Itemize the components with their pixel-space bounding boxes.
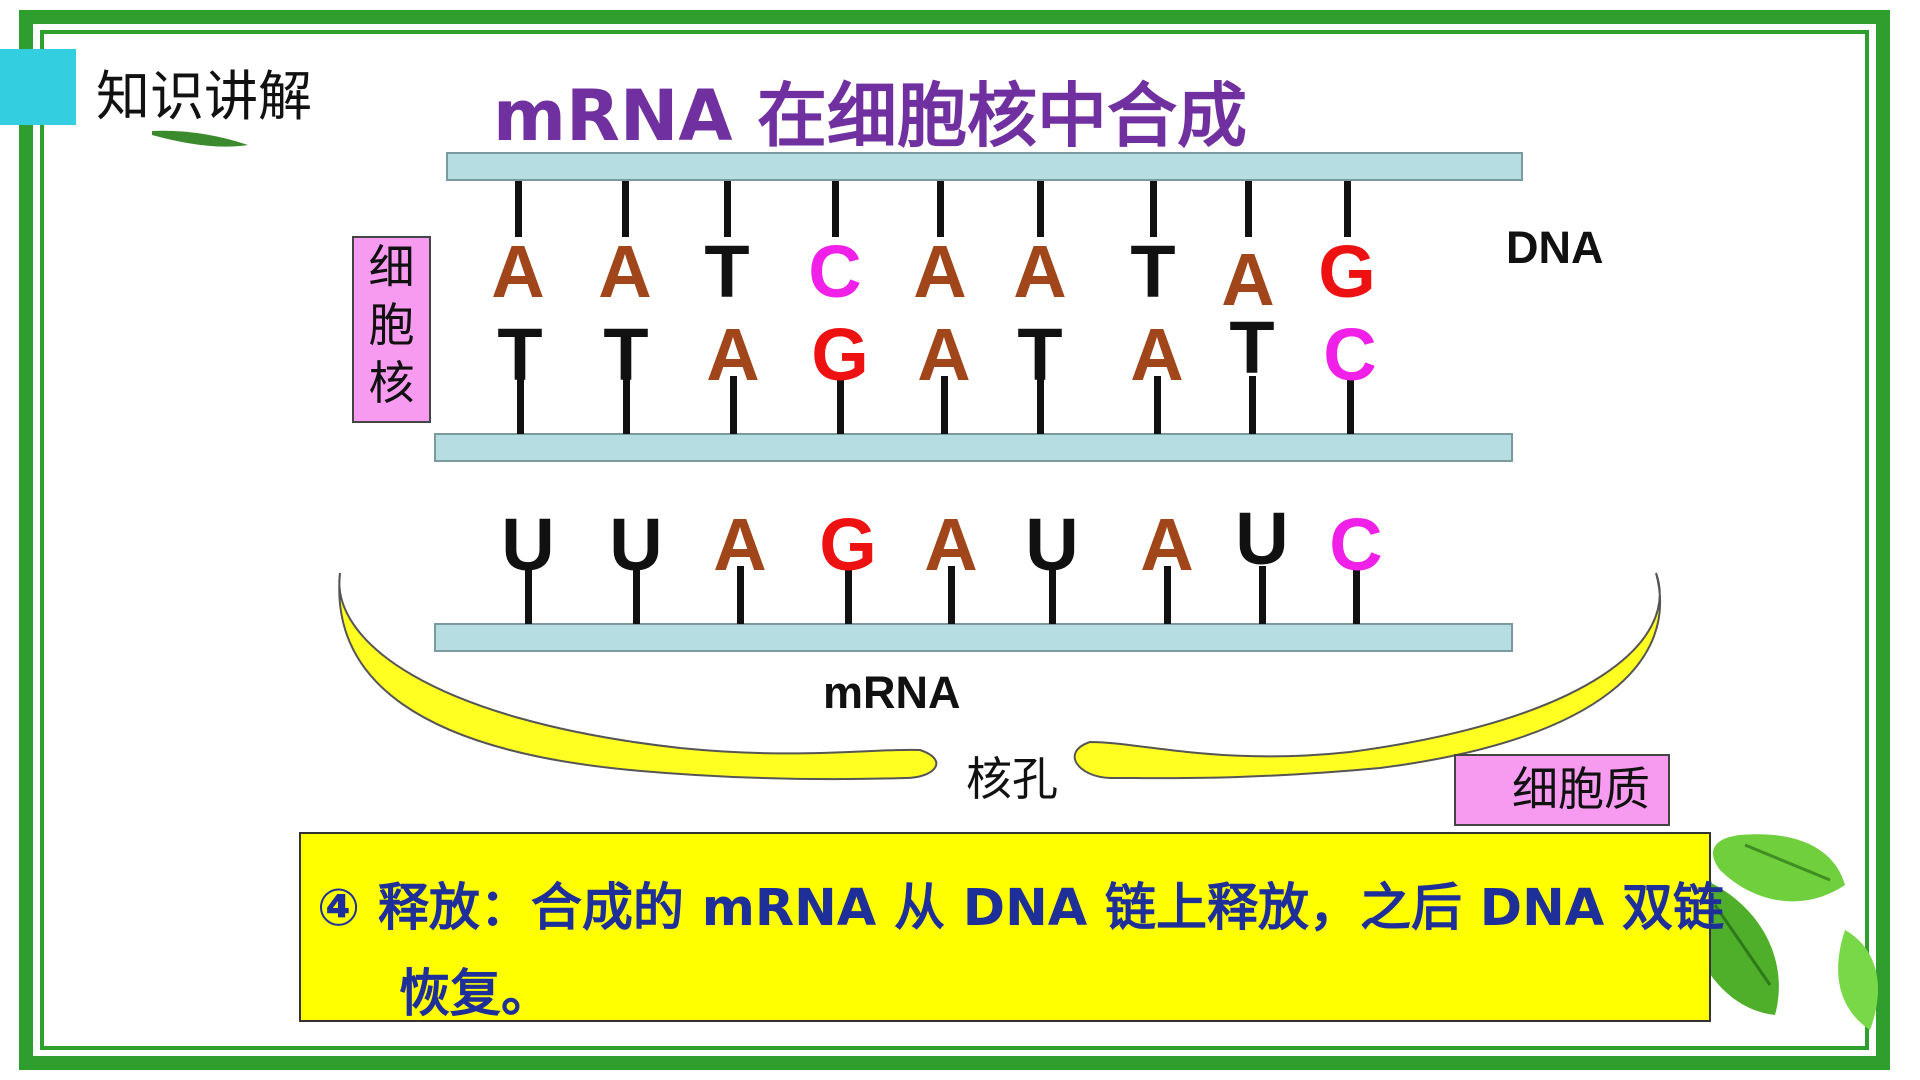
- dna-bottom-tick: [837, 376, 844, 434]
- dna-bottom-tick: [1347, 376, 1354, 434]
- mrna-base-A: A: [1140, 503, 1194, 586]
- nuclear-membrane-right: [1073, 572, 1661, 780]
- dna-top-base-A: A: [491, 230, 545, 313]
- nucleus-label-box: 细 胞 核: [352, 236, 431, 423]
- info-line-1: ④ 释放：合成的 mRNA 从 DNA 链上释放，之后 DNA 双链: [317, 879, 1725, 938]
- nucleus-label-char: 胞: [368, 298, 415, 352]
- mrna-tick: [1353, 566, 1360, 624]
- dna-top-tick: [832, 181, 839, 237]
- dna-bottom-base-C: C: [1323, 313, 1377, 396]
- dna-top-tick: [1150, 181, 1157, 237]
- mrna-base-U: U: [1235, 497, 1289, 580]
- mrna-base-U: U: [609, 503, 663, 586]
- leaf-icon: [1838, 930, 1878, 1030]
- dna-bottom-tick: [1037, 376, 1044, 434]
- cytoplasm-label: 细胞质: [1454, 754, 1670, 826]
- dna-top-base-A: A: [598, 230, 652, 313]
- dna-bottom-base-A: A: [706, 313, 760, 396]
- mrna-tick: [1259, 566, 1266, 624]
- dna-bottom-tick: [730, 376, 737, 434]
- dna-bottom-base-G: G: [811, 313, 869, 396]
- dna-bottom-base-T: T: [1017, 313, 1063, 396]
- section-tag: 知识讲解: [96, 65, 312, 128]
- dna-top-tick: [1037, 181, 1044, 237]
- dna-top-tick: [1344, 181, 1351, 237]
- mrna-base-A: A: [713, 503, 767, 586]
- dna-top-base-A: A: [1221, 238, 1275, 321]
- mrna-tick: [845, 566, 852, 624]
- mrna-strand-bar: [434, 623, 1513, 652]
- dna-top-tick: [937, 181, 944, 237]
- mrna-tick: [1164, 566, 1171, 624]
- dna-top-strand-bar: [446, 152, 1523, 181]
- dna-top-tick: [724, 181, 731, 237]
- mrna-label: mRNA: [823, 667, 961, 718]
- mrna-tick: [1049, 566, 1056, 624]
- dna-bottom-tick: [1249, 376, 1256, 434]
- nucleus-label-char: 核: [368, 356, 415, 410]
- info-line-2: 恢复。: [399, 965, 553, 1024]
- dna-top-tick: [515, 181, 522, 237]
- dna-label: DNA: [1506, 222, 1604, 273]
- dna-top-base-C: C: [808, 230, 862, 313]
- dna-bottom-base-A: A: [1130, 313, 1184, 396]
- dna-bottom-tick: [1154, 376, 1161, 434]
- dna-top-tick: [1245, 181, 1252, 237]
- dna-bottom-strand-bar: [434, 433, 1513, 462]
- dna-bottom-tick: [941, 376, 948, 434]
- dna-top-base-T: T: [704, 230, 750, 313]
- dna-top-base-T: T: [1130, 230, 1176, 313]
- mrna-base-C: C: [1329, 503, 1383, 586]
- mrna-tick: [633, 566, 640, 624]
- nuclear-membrane-left: [338, 572, 938, 781]
- mrna-base-A: A: [924, 503, 978, 586]
- leaf-icon: [1712, 834, 1845, 902]
- leaf-stroke-icon: [152, 130, 248, 147]
- corner-accent-square: [0, 49, 76, 125]
- dna-bottom-base-T: T: [497, 313, 543, 396]
- mrna-tick: [948, 566, 955, 624]
- mrna-base-G: G: [819, 503, 877, 586]
- mrna-tick: [525, 566, 532, 624]
- info-box: ④ 释放：合成的 mRNA 从 DNA 链上释放，之后 DNA 双链 恢复。: [299, 832, 1724, 1024]
- nucleus-label-char: 细: [368, 240, 415, 294]
- dna-bottom-base-T: T: [1229, 306, 1275, 389]
- mrna-base-U: U: [1025, 503, 1079, 586]
- dna-top-base-A: A: [1013, 230, 1067, 313]
- leaf-icon: [1713, 904, 1772, 986]
- dna-bottom-base-A: A: [917, 313, 971, 396]
- nuclear-pore-label: 核孔: [966, 752, 1058, 806]
- dna-top-base-G: G: [1318, 230, 1376, 313]
- dna-top-base-A: A: [913, 230, 967, 313]
- dna-bottom-base-T: T: [603, 313, 649, 396]
- mrna-base-U: U: [501, 503, 555, 586]
- leaf-icon: [1744, 843, 1831, 882]
- slide-title: mRNA 在细胞核中合成: [493, 75, 1247, 157]
- dna-bottom-tick: [623, 376, 630, 434]
- mrna-tick: [737, 566, 744, 624]
- dna-top-tick: [622, 181, 629, 237]
- dna-bottom-tick: [517, 376, 524, 434]
